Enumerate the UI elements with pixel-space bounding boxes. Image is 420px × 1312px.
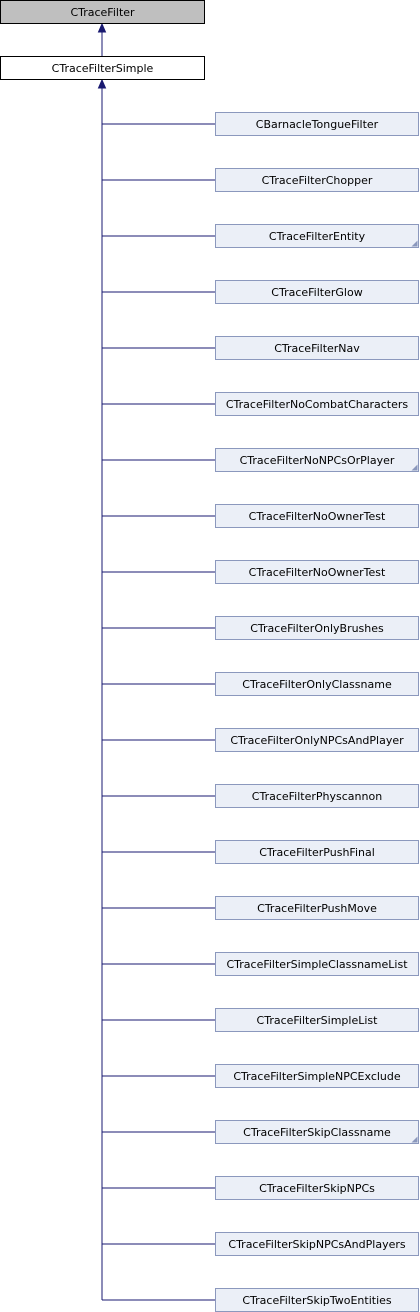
node-child[interactable]: CTraceFilterSimpleClassnameList bbox=[215, 952, 419, 976]
node-child-label: CTraceFilterEntity bbox=[269, 230, 366, 243]
edges-layer bbox=[97, 22, 216, 1301]
node-child-box[interactable] bbox=[215, 504, 419, 528]
node-child[interactable]: CTraceFilterNoCombatCharacters bbox=[215, 392, 419, 416]
node-child-box[interactable] bbox=[215, 1120, 419, 1144]
node-child-label: CTraceFilterNoNPCsOrPlayer bbox=[240, 454, 395, 467]
node-child-label: CTraceFilterChopper bbox=[262, 174, 373, 187]
node-child[interactable]: CTraceFilterOnlyBrushes bbox=[215, 616, 419, 640]
node-child-label: CBarnacleTongueFilter bbox=[256, 118, 379, 131]
node-child-label: CTraceFilterGlow bbox=[271, 286, 362, 299]
node-child-label: CTraceFilterSimpleNPCExclude bbox=[233, 1070, 401, 1083]
node-child[interactable]: CTraceFilterPhyscannon bbox=[215, 784, 419, 808]
node-child[interactable]: CTraceFilterSimpleList bbox=[215, 1008, 419, 1032]
node-child-box[interactable] bbox=[215, 616, 419, 640]
node-child-box[interactable] bbox=[215, 1008, 419, 1032]
node-child-box[interactable] bbox=[215, 1232, 419, 1256]
node-child[interactable]: CTraceFilterSkipNPCs bbox=[215, 1176, 419, 1200]
node-base-label: CTraceFilterSimple bbox=[52, 62, 154, 75]
node-child-label: CTraceFilterNoOwnerTest bbox=[249, 566, 386, 579]
node-child-box[interactable] bbox=[215, 728, 419, 752]
node-child-label: CTraceFilterSkipTwoEntities bbox=[242, 1294, 392, 1307]
node-root-label: CTraceFilter bbox=[70, 6, 135, 19]
node-child-label: CTraceFilterNav bbox=[274, 342, 360, 355]
node-child[interactable]: CTraceFilterGlow bbox=[215, 280, 419, 304]
node-child-box[interactable] bbox=[215, 784, 419, 808]
node-child-label: CTraceFilterSkipNPCs bbox=[259, 1182, 375, 1195]
node-child-more-marker bbox=[411, 240, 418, 247]
node-child[interactable]: CTraceFilterNav bbox=[215, 336, 419, 360]
node-child-box[interactable] bbox=[215, 1176, 419, 1200]
node-child[interactable]: CTraceFilterPushMove bbox=[215, 896, 419, 920]
node-child-label: CTraceFilterSkipNPCsAndPlayers bbox=[228, 1238, 405, 1251]
node-child-box[interactable] bbox=[215, 392, 419, 416]
node-child[interactable]: CTraceFilterSkipTwoEntities bbox=[215, 1288, 419, 1312]
node-child-box[interactable] bbox=[215, 952, 419, 976]
node-child-label: CTraceFilterSkipClassname bbox=[243, 1126, 391, 1139]
node-child-box[interactable] bbox=[215, 840, 419, 864]
node-root-box bbox=[0, 0, 205, 24]
node-child-label: CTraceFilterSimpleClassnameList bbox=[226, 958, 408, 971]
node-child[interactable]: CTraceFilterSkipClassname bbox=[215, 1120, 419, 1144]
node-child[interactable]: CTraceFilterNoOwnerTest bbox=[215, 504, 419, 528]
node-child-box[interactable] bbox=[215, 168, 419, 192]
node-base[interactable]: CTraceFilterSimple bbox=[0, 56, 205, 80]
node-child-label: CTraceFilterOnlyNPCsAndPlayer bbox=[230, 734, 404, 747]
node-child-box[interactable] bbox=[215, 112, 419, 136]
node-child[interactable]: CTraceFilterNoOwnerTest bbox=[215, 560, 419, 584]
node-child-box[interactable] bbox=[215, 448, 419, 472]
node-child[interactable]: CTraceFilterEntity bbox=[215, 224, 419, 248]
node-child-label: CTraceFilterNoOwnerTest bbox=[249, 510, 386, 523]
node-child-box[interactable] bbox=[215, 336, 419, 360]
node-child-more-marker bbox=[411, 464, 418, 471]
node-base-box[interactable] bbox=[0, 56, 205, 80]
node-child-more-marker bbox=[411, 1136, 418, 1143]
node-child-box[interactable] bbox=[215, 224, 419, 248]
node-child-box[interactable] bbox=[215, 896, 419, 920]
node-child[interactable]: CTraceFilterNoNPCsOrPlayer bbox=[215, 448, 419, 472]
node-child-box[interactable] bbox=[215, 672, 419, 696]
node-child[interactable]: CTraceFilterPushFinal bbox=[215, 840, 419, 864]
edge-arrow-root bbox=[97, 22, 107, 33]
node-child[interactable]: CTraceFilterOnlyNPCsAndPlayer bbox=[215, 728, 419, 752]
node-child-label: CTraceFilterSimpleList bbox=[257, 1014, 379, 1027]
node-child-label: CTraceFilterOnlyBrushes bbox=[250, 622, 384, 635]
node-child-label: CTraceFilterPushMove bbox=[257, 902, 377, 915]
node-child-label: CTraceFilterOnlyClassname bbox=[242, 678, 392, 691]
node-child[interactable]: CTraceFilterChopper bbox=[215, 168, 419, 192]
node-child-box[interactable] bbox=[215, 560, 419, 584]
node-child-box[interactable] bbox=[215, 280, 419, 304]
node-child[interactable]: CTraceFilterSimpleNPCExclude bbox=[215, 1064, 419, 1088]
node-child-label: CTraceFilterPhyscannon bbox=[252, 790, 382, 803]
node-child-label: CTraceFilterPushFinal bbox=[259, 846, 375, 859]
node-child-box[interactable] bbox=[215, 1064, 419, 1088]
node-root: CTraceFilter bbox=[0, 0, 205, 24]
node-child[interactable]: CTraceFilterOnlyClassname bbox=[215, 672, 419, 696]
node-child[interactable]: CBarnacleTongueFilter bbox=[215, 112, 419, 136]
node-child-label: CTraceFilterNoCombatCharacters bbox=[226, 398, 409, 411]
node-child[interactable]: CTraceFilterSkipNPCsAndPlayers bbox=[215, 1232, 419, 1256]
edge-arrow-base bbox=[97, 78, 107, 89]
